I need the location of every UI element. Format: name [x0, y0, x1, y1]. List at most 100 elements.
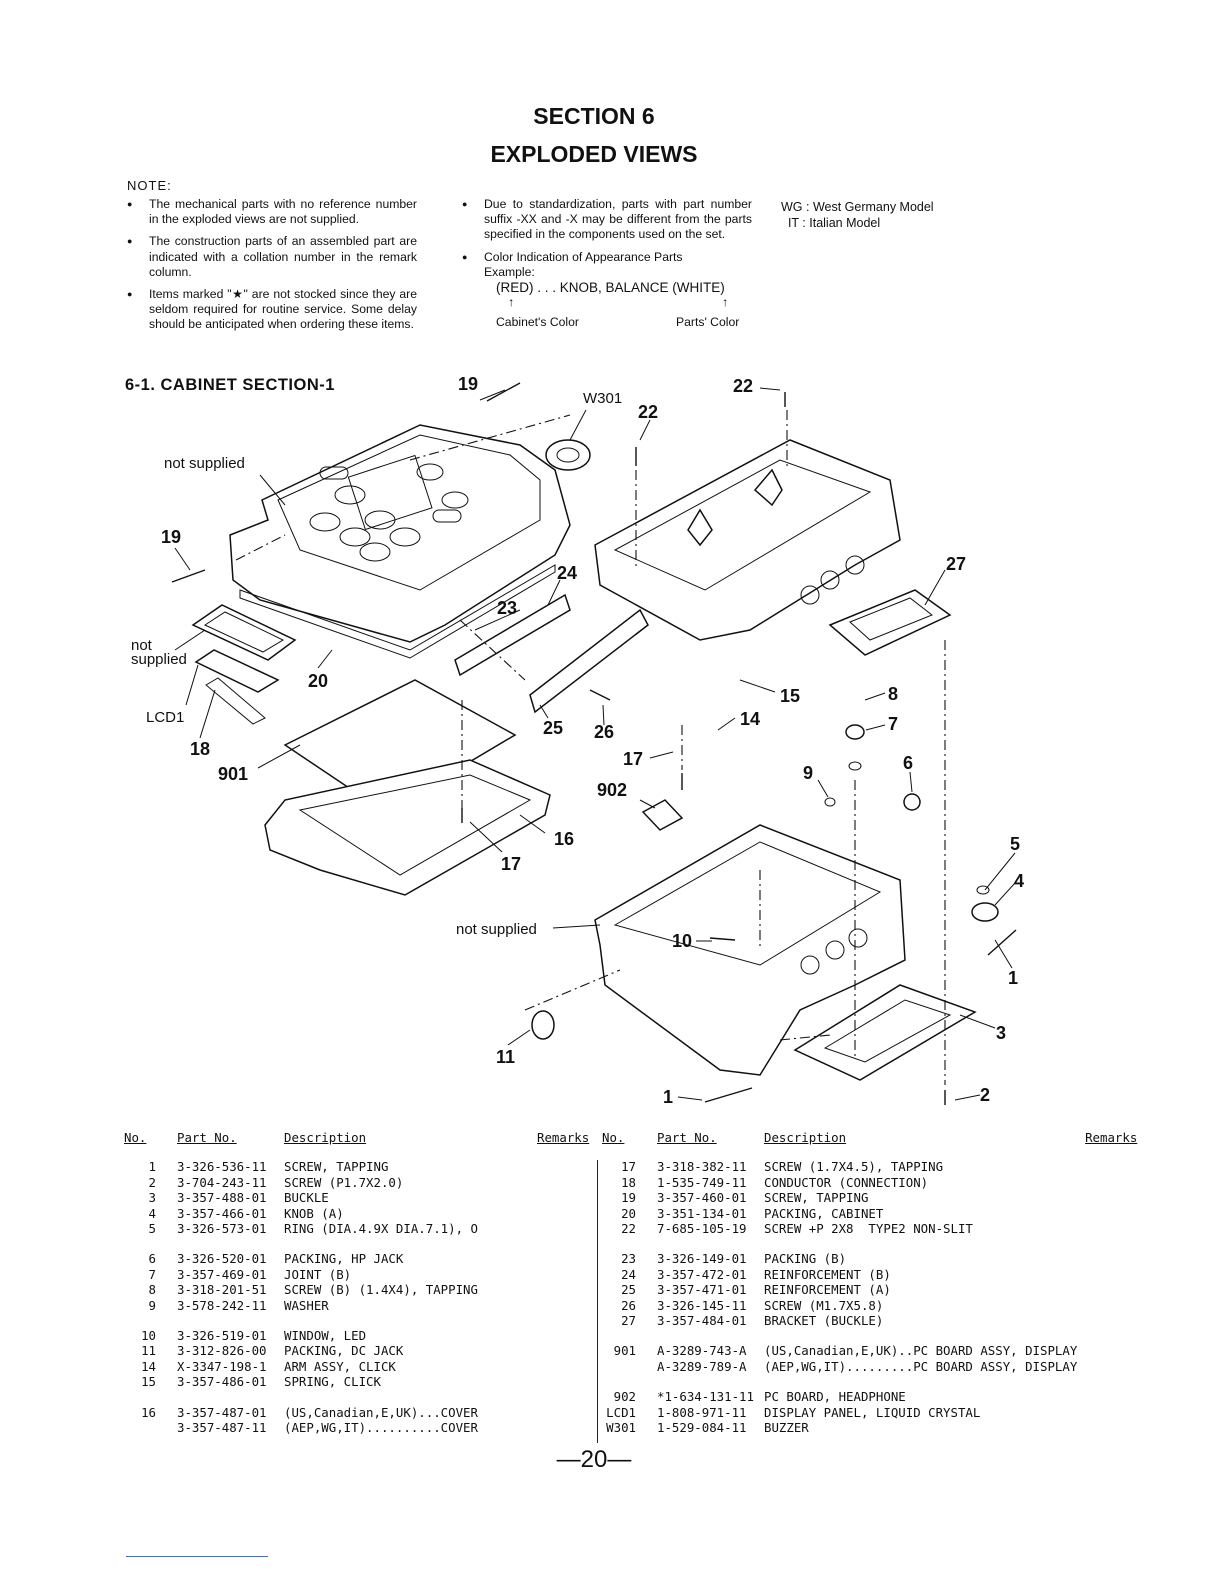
- part-remarks: [537, 1159, 597, 1174]
- callout-supplied: supplied: [131, 651, 187, 668]
- table-row: [124, 1313, 597, 1328]
- bracket-buckle: [828, 589, 952, 656]
- callout-11: 11: [496, 1047, 515, 1067]
- part-number-ref: 26: [621, 1297, 636, 1313]
- part-description: BUZZER: [764, 1420, 809, 1436]
- col-header-part-no: Part No.: [657, 1130, 717, 1145]
- part-number-ref: [124, 1236, 177, 1251]
- callout-19: 19: [161, 527, 181, 547]
- part-number: [657, 1236, 764, 1251]
- reinforcement-a: [529, 608, 649, 714]
- part-remarks: [1077, 1190, 1137, 1205]
- part-number-ref: 6: [148, 1251, 156, 1267]
- part-number: 3-326-573-01: [177, 1221, 267, 1237]
- part-remarks: [537, 1221, 597, 1236]
- up-arrow-icon: ↑: [722, 295, 729, 310]
- col-header-no: No.: [602, 1130, 625, 1145]
- part-number-ref: 10: [141, 1328, 156, 1344]
- col-header-description: Description: [764, 1130, 847, 1145]
- part-number: 3-326-145-11: [657, 1297, 747, 1313]
- callout-17: 17: [501, 854, 521, 874]
- part-number-ref: 902: [613, 1389, 636, 1405]
- callout-24: 24: [557, 563, 577, 583]
- col-header-description: Description: [284, 1130, 367, 1145]
- part-description: PACKING, DC JACK: [284, 1343, 404, 1359]
- callout-10: 10: [672, 931, 692, 951]
- color-example: (RED) . . . KNOB, BALANCE (WHITE): [496, 280, 725, 296]
- part-number-ref: 5: [148, 1221, 156, 1237]
- dc-jack-packing: [531, 1010, 555, 1040]
- page-number: —20—: [556, 1446, 632, 1473]
- part-description: REINFORCEMENT (A): [764, 1282, 891, 1298]
- note-item: The construction parts of an assembled p…: [127, 234, 417, 280]
- part-number: 3-357-472-01: [657, 1266, 747, 1282]
- part-number-ref: LCD1: [606, 1404, 636, 1420]
- section-heading: 6-1. CABINET SECTION-1: [125, 376, 335, 394]
- part-remarks: [537, 1313, 597, 1328]
- table-row: [124, 1390, 597, 1405]
- callout-20: 20: [308, 671, 328, 691]
- part-number-ref: 9: [148, 1297, 156, 1313]
- part-description: SPRING, CLICK: [284, 1374, 381, 1390]
- part-number: A-3289-743-A: [657, 1343, 747, 1359]
- part-description: ARM ASSY, CLICK: [284, 1358, 396, 1374]
- callout-2: 2: [980, 1085, 990, 1105]
- knob-a: [971, 902, 999, 922]
- part-remarks: [1077, 1221, 1137, 1236]
- part-remarks: [537, 1298, 597, 1313]
- model-wg: WG : West Germany Model: [781, 200, 934, 214]
- lcd-assembly: [191, 604, 297, 725]
- model-legend: WG : West Germany Model IT : Italian Mod…: [781, 199, 934, 231]
- part-number-ref: [602, 1359, 657, 1374]
- note-item: Items marked "★" are not stocked since t…: [127, 287, 417, 333]
- part-number-ref: 1: [148, 1159, 156, 1175]
- part-remarks: [537, 1190, 597, 1205]
- part-description: (US,Canadian,E,UK)..PC BOARD ASSY, DISPL…: [764, 1343, 1078, 1359]
- col-header-no: No.: [124, 1130, 147, 1145]
- note-heading: NOTE:: [127, 178, 172, 193]
- part-number: 1-529-084-11: [657, 1420, 747, 1436]
- part-remarks: [1077, 1405, 1137, 1420]
- callout-not-supplied: not supplied: [164, 455, 245, 472]
- part-number-ref: 23: [621, 1251, 636, 1267]
- part-number: [177, 1390, 284, 1405]
- part-description: PACKING (B): [764, 1251, 847, 1267]
- notes-column-2: Due to standardization, parts with part …: [462, 197, 752, 338]
- part-remarks: [1077, 1389, 1137, 1404]
- footer-rule: [126, 1556, 268, 1557]
- part-number: [657, 1328, 764, 1343]
- part-remarks: [1077, 1206, 1137, 1221]
- part-remarks: [1077, 1298, 1137, 1313]
- col-header-remarks: Remarks: [1085, 1130, 1138, 1145]
- callout-22: 22: [733, 376, 753, 396]
- callout-15: 15: [780, 686, 800, 706]
- part-remarks: [537, 1251, 597, 1266]
- part-number: 3-357-486-01: [177, 1374, 267, 1390]
- callout-25: 25: [543, 718, 563, 738]
- part-remarks: [537, 1328, 597, 1343]
- part-number-ref: 7: [148, 1266, 156, 1282]
- part-remarks: [1077, 1282, 1137, 1297]
- front-cabinet: [229, 424, 571, 643]
- part-remarks: [1077, 1251, 1137, 1266]
- part-description: [764, 1374, 1077, 1389]
- part-number: 3-326-149-01: [657, 1251, 747, 1267]
- part-number-ref: [124, 1390, 177, 1405]
- pc-board-902: [641, 799, 684, 831]
- part-description: SCREW, TAPPING: [764, 1190, 869, 1206]
- part-remarks: [537, 1206, 597, 1221]
- callout-9: 9: [803, 763, 813, 783]
- callout-22: 22: [638, 402, 658, 422]
- part-number: 3-357-487-01: [177, 1404, 267, 1420]
- part-remarks: [1077, 1236, 1137, 1251]
